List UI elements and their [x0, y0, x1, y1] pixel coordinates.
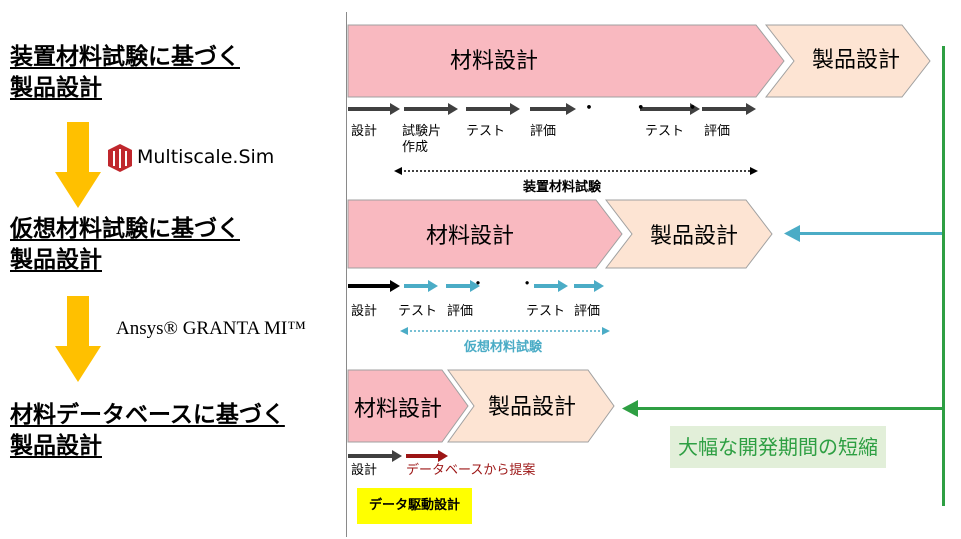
stage-1-title-line2: 製品設計	[10, 75, 102, 101]
stage-2-title-line2: 製品設計	[10, 247, 102, 273]
row1-dots: ・ ・ ・	[580, 98, 716, 119]
row1-step-eval: 評価	[530, 124, 557, 139]
row3-product-design-chevron	[447, 369, 615, 443]
row1-step-arrows	[348, 103, 756, 115]
down-arrow-icon	[55, 296, 101, 382]
multiscale-logo-icon	[108, 144, 132, 172]
shortening-arrows	[622, 46, 945, 506]
stage-3-title-line2: 製品設計	[10, 433, 102, 459]
row3-step-design: 設計	[351, 463, 378, 478]
column-divider	[346, 12, 347, 537]
row2-step-arrows	[348, 280, 604, 292]
row3-material-design-chevron	[347, 369, 469, 443]
row2-step-test-2: テスト	[526, 304, 566, 319]
row1-step-design: 設計	[351, 124, 378, 139]
row1-step-test: テスト	[466, 124, 506, 139]
granta-label: Ansys® GRANTA MI™	[116, 318, 306, 339]
row2-step-eval: 評価	[447, 304, 474, 319]
row2-material-design-chevron	[347, 199, 623, 269]
stage-3-title: 材料データベースに基づく 製品設計	[10, 400, 285, 462]
row2-step-design: 設計	[351, 304, 378, 319]
row1-material-design-chevron	[347, 24, 785, 98]
data-driven-design-badge: データ駆動設計	[357, 488, 473, 524]
summary-note: 大幅な開発期間の短縮	[670, 426, 886, 468]
row2-material-design-label: 材料設計	[425, 224, 515, 249]
stage-1-title: 装置材料試験に基づく 製品設計	[10, 42, 240, 104]
row1-product-design-chevron	[764, 24, 931, 98]
row2-span-label: 仮想材料試験	[463, 340, 543, 355]
down-arrow-icon	[55, 122, 101, 208]
row3-step-arrows	[348, 450, 448, 462]
row1-span-arrow	[394, 167, 758, 175]
row2-product-design-chevron	[604, 199, 773, 269]
stage-1-title-line1: 装置材料試験に基づく	[10, 44, 240, 70]
stage-2-title-line1: 仮想材料試験に基づく	[10, 216, 240, 242]
stage-2-title: 仮想材料試験に基づく 製品設計	[10, 214, 240, 276]
row1-step-specimen: 試験片 作成	[402, 124, 442, 155]
row1-step-test-2: テスト	[645, 124, 685, 139]
row2-step-eval-2: 評価	[574, 304, 601, 319]
row3-product-design-label: 製品設計	[487, 395, 577, 420]
row3-step-db-suggest: データベースから提案	[406, 463, 536, 478]
stage-3-title-line1: 材料データベースに基づく	[10, 402, 285, 428]
multiscale-logo-text: Multiscale.Sim	[137, 146, 275, 168]
row1-span-label: 装置材料試験	[522, 180, 602, 195]
row1-material-design-label: 材料設計	[449, 49, 539, 74]
row2-product-design-label: 製品設計	[649, 224, 739, 249]
row2-step-test: テスト	[398, 304, 438, 319]
row3-material-design-label: 材料設計	[353, 397, 443, 422]
row2-dots: ・ ・	[470, 274, 550, 293]
row2-span-arrow	[400, 327, 610, 335]
row1-step-eval-2: 評価	[704, 124, 731, 139]
row1-product-design-label: 製品設計	[811, 48, 901, 73]
